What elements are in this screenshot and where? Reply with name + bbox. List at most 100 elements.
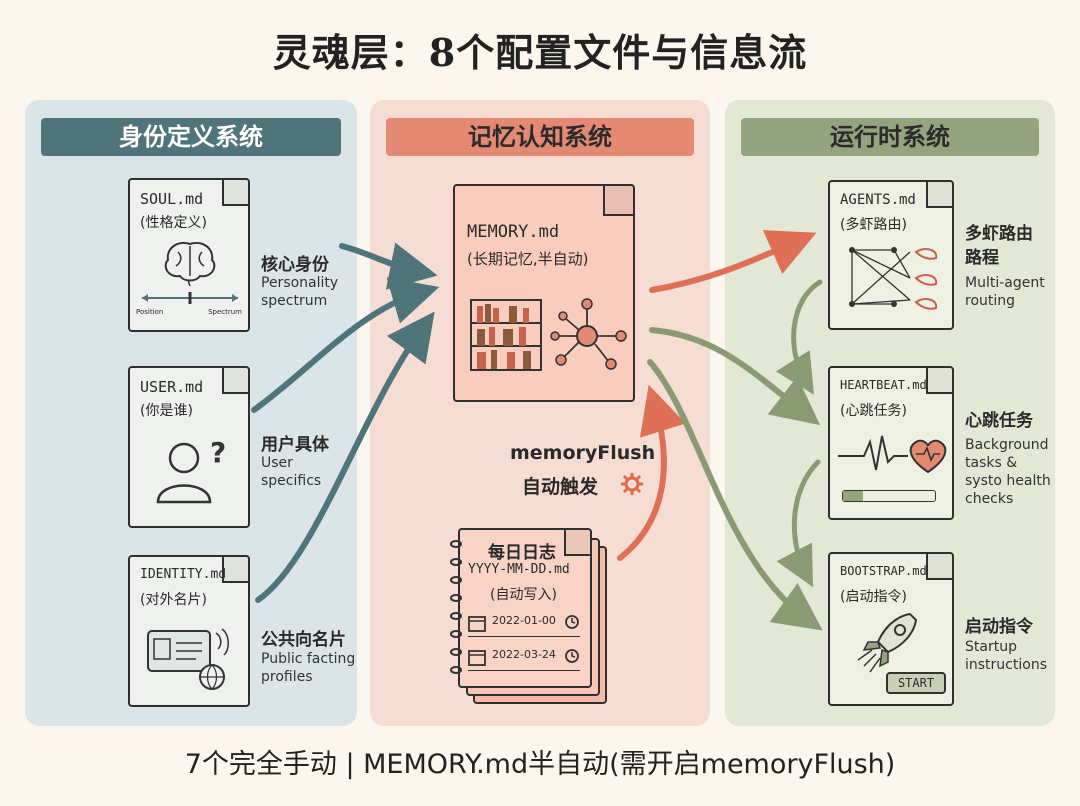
identity-subtitle: (对外名片)	[140, 592, 207, 608]
heartbeat-en-line-2: tasks &	[965, 455, 1018, 471]
spectrum-left-label: Position	[136, 308, 164, 316]
rocket-icon	[857, 612, 918, 673]
page-title: 灵魂层：8个配置文件与信息流	[272, 30, 808, 75]
auto-trigger-label: 自动触发	[522, 476, 599, 498]
bootstrap-en-line-2: instructions	[965, 657, 1047, 673]
heartbeat-filename: HEARTBEAT.md	[840, 378, 927, 392]
clock-icon	[565, 649, 579, 663]
user-avatar-icon: ?	[156, 436, 226, 504]
fold-corner	[926, 554, 952, 580]
agents-en-line-1: Multi-agent	[965, 275, 1045, 291]
memory-flush-label: memoryFlush	[510, 442, 656, 464]
memory-main-doc: MEMORY.md (长期记忆,半自动)	[453, 184, 635, 402]
brain-icon	[164, 242, 216, 286]
progress-fill	[843, 491, 864, 501]
heartbeat-pulse-icon	[838, 435, 947, 474]
agents-label: 多虾路由 路程	[965, 222, 1033, 270]
bootstrap-en-label: Startup instructions	[965, 638, 1047, 674]
soul-en-label: Personality spectrum	[261, 274, 338, 310]
personality-spectrum-icon	[142, 292, 238, 304]
identity-filename: IDENTITY.md	[140, 567, 227, 582]
soul-subtitle: (性格定义)	[140, 215, 207, 231]
heartbeat-en-line-1: Background	[965, 437, 1049, 453]
identity-en-label: Public facting profiles	[261, 650, 355, 686]
memory-to-heartbeat-arrow	[649, 327, 821, 426]
heartbeat-en-line-4: checks	[965, 491, 1014, 507]
daily-log-divider	[468, 670, 580, 671]
user-to-memory-arrow	[251, 277, 440, 413]
routing-graph-icon	[849, 247, 938, 310]
heartbeat-en-label: Background tasks & systo health checks	[965, 436, 1051, 508]
agents-label-line-2: 路程	[965, 248, 999, 268]
agents-doc: AGENTS.md (多虾路由)	[828, 180, 954, 330]
spectrum-right-label: Spectrum	[208, 308, 242, 316]
fold-corner	[222, 180, 248, 206]
fold-corner	[222, 557, 248, 583]
memory-heading: 记忆认知系统	[386, 118, 694, 156]
daily-log-date-1: 2022-01-00	[492, 614, 556, 627]
runtime-heading: 运行时系统	[741, 118, 1039, 156]
soul-label: 核心身份	[261, 255, 329, 275]
soul-filename: SOUL.md	[140, 190, 204, 208]
fold-corner	[222, 368, 248, 394]
agents-filename: AGENTS.md	[840, 192, 916, 208]
identity-label: 公共向名片	[261, 630, 346, 650]
fold-corner	[564, 530, 590, 556]
daily-log-doc: 每日日志 YYYY-MM-DD.md (自动写入) 2022-01-00 202…	[450, 528, 592, 688]
identity-heading: 身份定义系统	[41, 118, 341, 156]
bootstrap-doc: BOOTSTRAP.md (启动指令) START	[828, 552, 954, 706]
memory-to-agents-arrow	[649, 230, 817, 293]
agents-en-line-2: routing	[965, 293, 1016, 309]
svg-text:?: ?	[210, 436, 226, 469]
daily-log-subtitle: (自动写入)	[490, 587, 557, 603]
footer-note: 7个完全手动 | MEMORY.md半自动(需开启memoryFlush)	[184, 749, 896, 780]
soul-to-memory-arrow	[339, 242, 438, 290]
memory-to-bootstrap-arrow	[647, 359, 823, 631]
calendar-icon	[468, 650, 486, 666]
bootstrap-en-line-1: Startup	[965, 639, 1017, 655]
agents-subtitle: (多虾路由)	[840, 217, 907, 233]
fold-corner	[926, 368, 952, 394]
memory-filename: MEMORY.md	[467, 222, 560, 242]
user-en-line-1: User	[261, 455, 293, 471]
spiral-binding-icon	[450, 540, 462, 674]
identity-panel: 身份定义系统 SOUL.md (性格定义) Position Spectrum …	[25, 100, 357, 726]
identity-en-line-2: profiles	[261, 669, 313, 685]
identity-en-line-1: Public facting	[261, 651, 356, 667]
clock-icon	[565, 615, 579, 629]
heartbeat-label: 心跳任务	[965, 411, 1033, 431]
memory-subtitle: (长期记忆,半自动)	[467, 250, 589, 268]
user-filename: USER.md	[140, 378, 204, 396]
daily-to-memory-arrow	[617, 384, 686, 561]
gear-icon	[621, 473, 643, 495]
user-en-line-2: specifics	[261, 473, 322, 489]
bookshelf-network-icon	[470, 298, 627, 371]
soul-en-line-2: spectrum	[261, 293, 328, 309]
user-label: 用户具体	[261, 435, 329, 455]
id-card-icon	[147, 628, 229, 690]
fold-corner	[603, 186, 633, 216]
identity-to-memory-arrow	[255, 311, 435, 603]
daily-log-date-2: 2022-03-24	[492, 648, 556, 661]
bootstrap-label: 启动指令	[965, 617, 1033, 637]
soul-doc: SOUL.md (性格定义) Position Spectrum	[128, 178, 250, 332]
user-en-label: User specifics	[261, 454, 321, 490]
start-button[interactable]: START	[886, 672, 946, 694]
calendar-icon	[468, 616, 486, 632]
heartbeat-subtitle: (心跳任务)	[840, 403, 907, 419]
daily-log-filename: YYYY-MM-DD.md	[468, 562, 570, 577]
daily-log-title: 每日日志	[488, 543, 556, 563]
soul-en-line-1: Personality	[261, 275, 339, 291]
heartbeat-doc: HEARTBEAT.md (心跳任务)	[828, 366, 954, 520]
bootstrap-filename: BOOTSTRAP.md	[840, 564, 927, 578]
fold-corner	[926, 182, 952, 208]
daily-log-divider	[468, 636, 580, 637]
identity-doc: IDENTITY.md (对外名片)	[128, 555, 250, 707]
agents-en-label: Multi-agent routing	[965, 274, 1045, 310]
bootstrap-subtitle: (启动指令)	[840, 589, 907, 605]
user-doc: USER.md (你是谁) ?	[128, 366, 250, 528]
memory-panel: 记忆认知系统 MEMORY.md (长期记忆,半自动) memoryFlush …	[370, 100, 710, 726]
heartbeat-en-line-3: systo health	[965, 473, 1051, 489]
agents-label-line-1: 多虾路由	[965, 224, 1033, 244]
